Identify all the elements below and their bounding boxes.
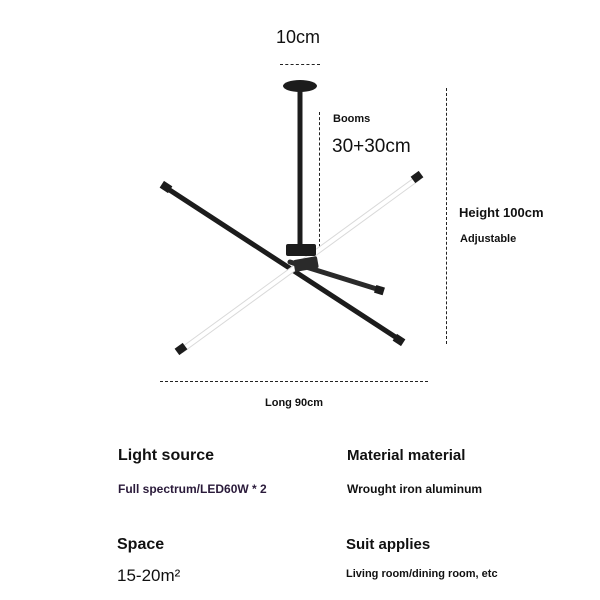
pendant-lamp-illustration bbox=[159, 80, 424, 356]
booms-value: 30+30cm bbox=[332, 136, 411, 157]
suit-value: Living room/dining room, etc bbox=[346, 568, 498, 580]
space-title: Space bbox=[117, 536, 165, 553]
material-title: Material material bbox=[347, 447, 466, 464]
material-value: Wrought iron aluminum bbox=[347, 482, 483, 496]
hub-joint bbox=[286, 244, 316, 256]
height-note: Adjustable bbox=[460, 233, 517, 245]
height-label: Height 100cm bbox=[459, 205, 544, 220]
long-line bbox=[160, 381, 428, 382]
light-source-title: Light source bbox=[118, 447, 215, 464]
light-source-value: Full spectrum/LED60W * 2 bbox=[118, 482, 267, 496]
booms-label: Booms bbox=[333, 113, 371, 125]
top-width-line bbox=[280, 64, 320, 65]
ceiling-canopy bbox=[283, 80, 317, 92]
long-label: Long 90cm bbox=[265, 397, 324, 409]
space-value: 15-20m² bbox=[117, 566, 181, 585]
drop-rod bbox=[297, 90, 303, 250]
boom-arm-left bbox=[159, 180, 406, 347]
booms-line bbox=[319, 112, 320, 247]
suit-title: Suit applies bbox=[346, 536, 431, 553]
height-line bbox=[446, 88, 447, 344]
top-width-label: 10cm bbox=[276, 27, 321, 47]
